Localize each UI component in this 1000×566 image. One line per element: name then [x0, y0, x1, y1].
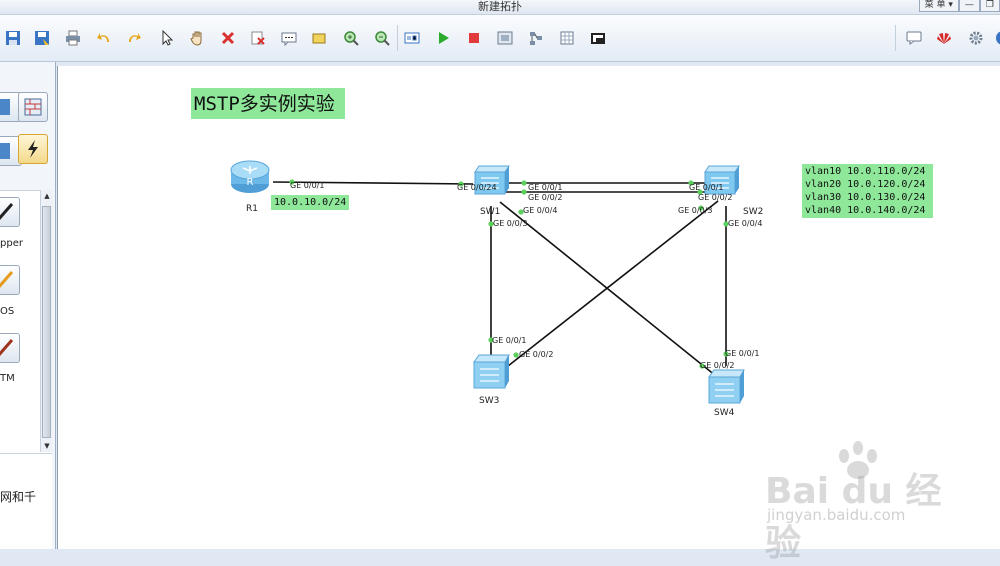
- fit-view-icon[interactable]: [401, 27, 423, 49]
- vlan-note-line: vlan40 10.0.140.0/24: [805, 205, 926, 216]
- window-controls: 菜 单 ▾ — ❐: [918, 0, 1000, 12]
- device-label-sw2: SW2: [743, 207, 764, 217]
- restore-button[interactable]: ❐: [979, 0, 1000, 12]
- switch-icon: [474, 165, 510, 195]
- toolbar-separator: [397, 25, 398, 51]
- svg-text:R: R: [247, 177, 254, 188]
- scroll-down-arrow-icon[interactable]: ▼: [44, 442, 50, 450]
- port-label: GE 0/0/2: [519, 350, 554, 359]
- topology-links: [272, 179, 729, 377]
- vlan-subnet-note[interactable]: vlan10 10.0.110.0/24 vlan20 10.0.120.0/2…: [802, 164, 934, 218]
- device-label-sw3: SW3: [479, 396, 500, 406]
- port-label: GE 0/0/1: [492, 336, 527, 345]
- switch-icon: [708, 369, 745, 404]
- start-device-icon[interactable]: [432, 27, 454, 49]
- device-description-panel: 网和千: [0, 454, 52, 549]
- device-list-label: pper: [0, 238, 23, 249]
- port-indicators: [289, 179, 729, 369]
- port-label: GE 0/0/4: [728, 219, 763, 228]
- settings-icon[interactable]: [965, 27, 987, 49]
- watermark-brand: Bai du 经验: [765, 471, 942, 564]
- topology-icon[interactable]: [525, 27, 547, 49]
- link-r1-sw1[interactable]: [272, 181, 474, 185]
- port-label: GE 0/0/1: [528, 183, 563, 192]
- watermark-url: jingyan.baidu.com: [767, 506, 906, 524]
- cable-copper-icon[interactable]: [0, 197, 20, 227]
- topology-canvas[interactable]: MSTP多实例实验 R R1 10.0.10.0/24 SW1 SW2: [57, 66, 1000, 549]
- device-label-sw4: SW4: [714, 408, 735, 418]
- port-label: GE 0/0/24: [457, 183, 497, 192]
- link-sw2-sw3[interactable]: [507, 200, 719, 367]
- title-bar: 新建拓扑 菜 单 ▾ — ❐: [0, 0, 1000, 15]
- device-category-connection-tile[interactable]: [18, 134, 48, 164]
- zoom-in-icon[interactable]: [340, 27, 362, 49]
- port-label: GE 0/0/1: [725, 349, 760, 358]
- menu-button[interactable]: 菜 单 ▾: [918, 0, 959, 12]
- port-label: GE 0/0/2: [700, 361, 735, 370]
- paw-logo-icon: [839, 441, 877, 479]
- window-title: 新建拓扑: [478, 0, 522, 13]
- minimize-button[interactable]: —: [958, 0, 980, 12]
- device-list-label: OS: [0, 306, 15, 317]
- device-description-text: 网和千: [0, 490, 37, 504]
- switch-icon: [473, 354, 510, 389]
- port-label: GE 0/0/4: [523, 206, 558, 215]
- vlan-note-line: vlan20 10.0.120.0/24: [805, 179, 926, 190]
- port-label: GE 0/0/3: [678, 206, 713, 215]
- device-list-scrollbar[interactable]: ▲ ▼: [40, 190, 53, 452]
- vlan-note-line: vlan30 10.0.130.0/24: [805, 192, 926, 203]
- help-icon[interactable]: [992, 27, 1000, 49]
- device-panel: pper OS TM ▲ ▼ 网和千: [0, 62, 56, 549]
- save-as-icon[interactable]: [31, 27, 53, 49]
- chat-icon[interactable]: [903, 27, 925, 49]
- router-icon: R: [230, 160, 270, 193]
- screenshot-icon[interactable]: [587, 27, 609, 49]
- select-pointer-icon[interactable]: [156, 27, 178, 49]
- zoom-out-icon[interactable]: [371, 27, 393, 49]
- rectangle-icon[interactable]: [308, 27, 330, 49]
- cable-pos-icon[interactable]: [0, 265, 20, 295]
- stop-device-icon[interactable]: [463, 27, 485, 49]
- link-sw1-sw4[interactable]: [499, 201, 717, 377]
- port-label: GE 0/0/3: [493, 219, 528, 228]
- switch-icon: [704, 165, 740, 195]
- huawei-logo-icon[interactable]: [933, 27, 955, 49]
- main-toolbar: [0, 15, 1000, 62]
- undo-icon[interactable]: [93, 27, 115, 49]
- print-icon[interactable]: [62, 27, 84, 49]
- topology-heading[interactable]: MSTP多实例实验: [191, 88, 345, 119]
- scroll-up-arrow-icon[interactable]: ▲: [44, 192, 50, 200]
- device-label-r1: R1: [246, 204, 258, 214]
- clear-icon[interactable]: [247, 27, 269, 49]
- hand-icon[interactable]: [186, 27, 208, 49]
- text-note-icon[interactable]: [278, 27, 300, 49]
- device-category-firewall-tile[interactable]: [18, 92, 48, 122]
- redo-icon[interactable]: [123, 27, 145, 49]
- grid-icon[interactable]: [556, 27, 578, 49]
- save-icon[interactable]: [2, 27, 24, 49]
- vlan-note-line: vlan10 10.0.110.0/24: [805, 166, 926, 177]
- toolbar-separator: [895, 25, 896, 51]
- cable-atm-icon[interactable]: [0, 333, 20, 363]
- device-list-label: TM: [0, 373, 15, 384]
- device-label-sw1: SW1: [480, 207, 501, 217]
- port-label: GE 0/0/2: [528, 193, 563, 202]
- port-label: GE 0/0/2: [698, 193, 733, 202]
- r1-subnet-note[interactable]: 10.0.10.0/24: [271, 195, 350, 210]
- baidu-watermark: Bai du 经验 jingyan.baidu.com: [765, 440, 975, 564]
- scrollbar-thumb[interactable]: [42, 206, 51, 438]
- port-label: GE 0/0/1: [290, 181, 325, 190]
- delete-icon[interactable]: [217, 27, 239, 49]
- port-label: GE 0/0/1: [689, 183, 724, 192]
- capture-icon[interactable]: [494, 27, 516, 49]
